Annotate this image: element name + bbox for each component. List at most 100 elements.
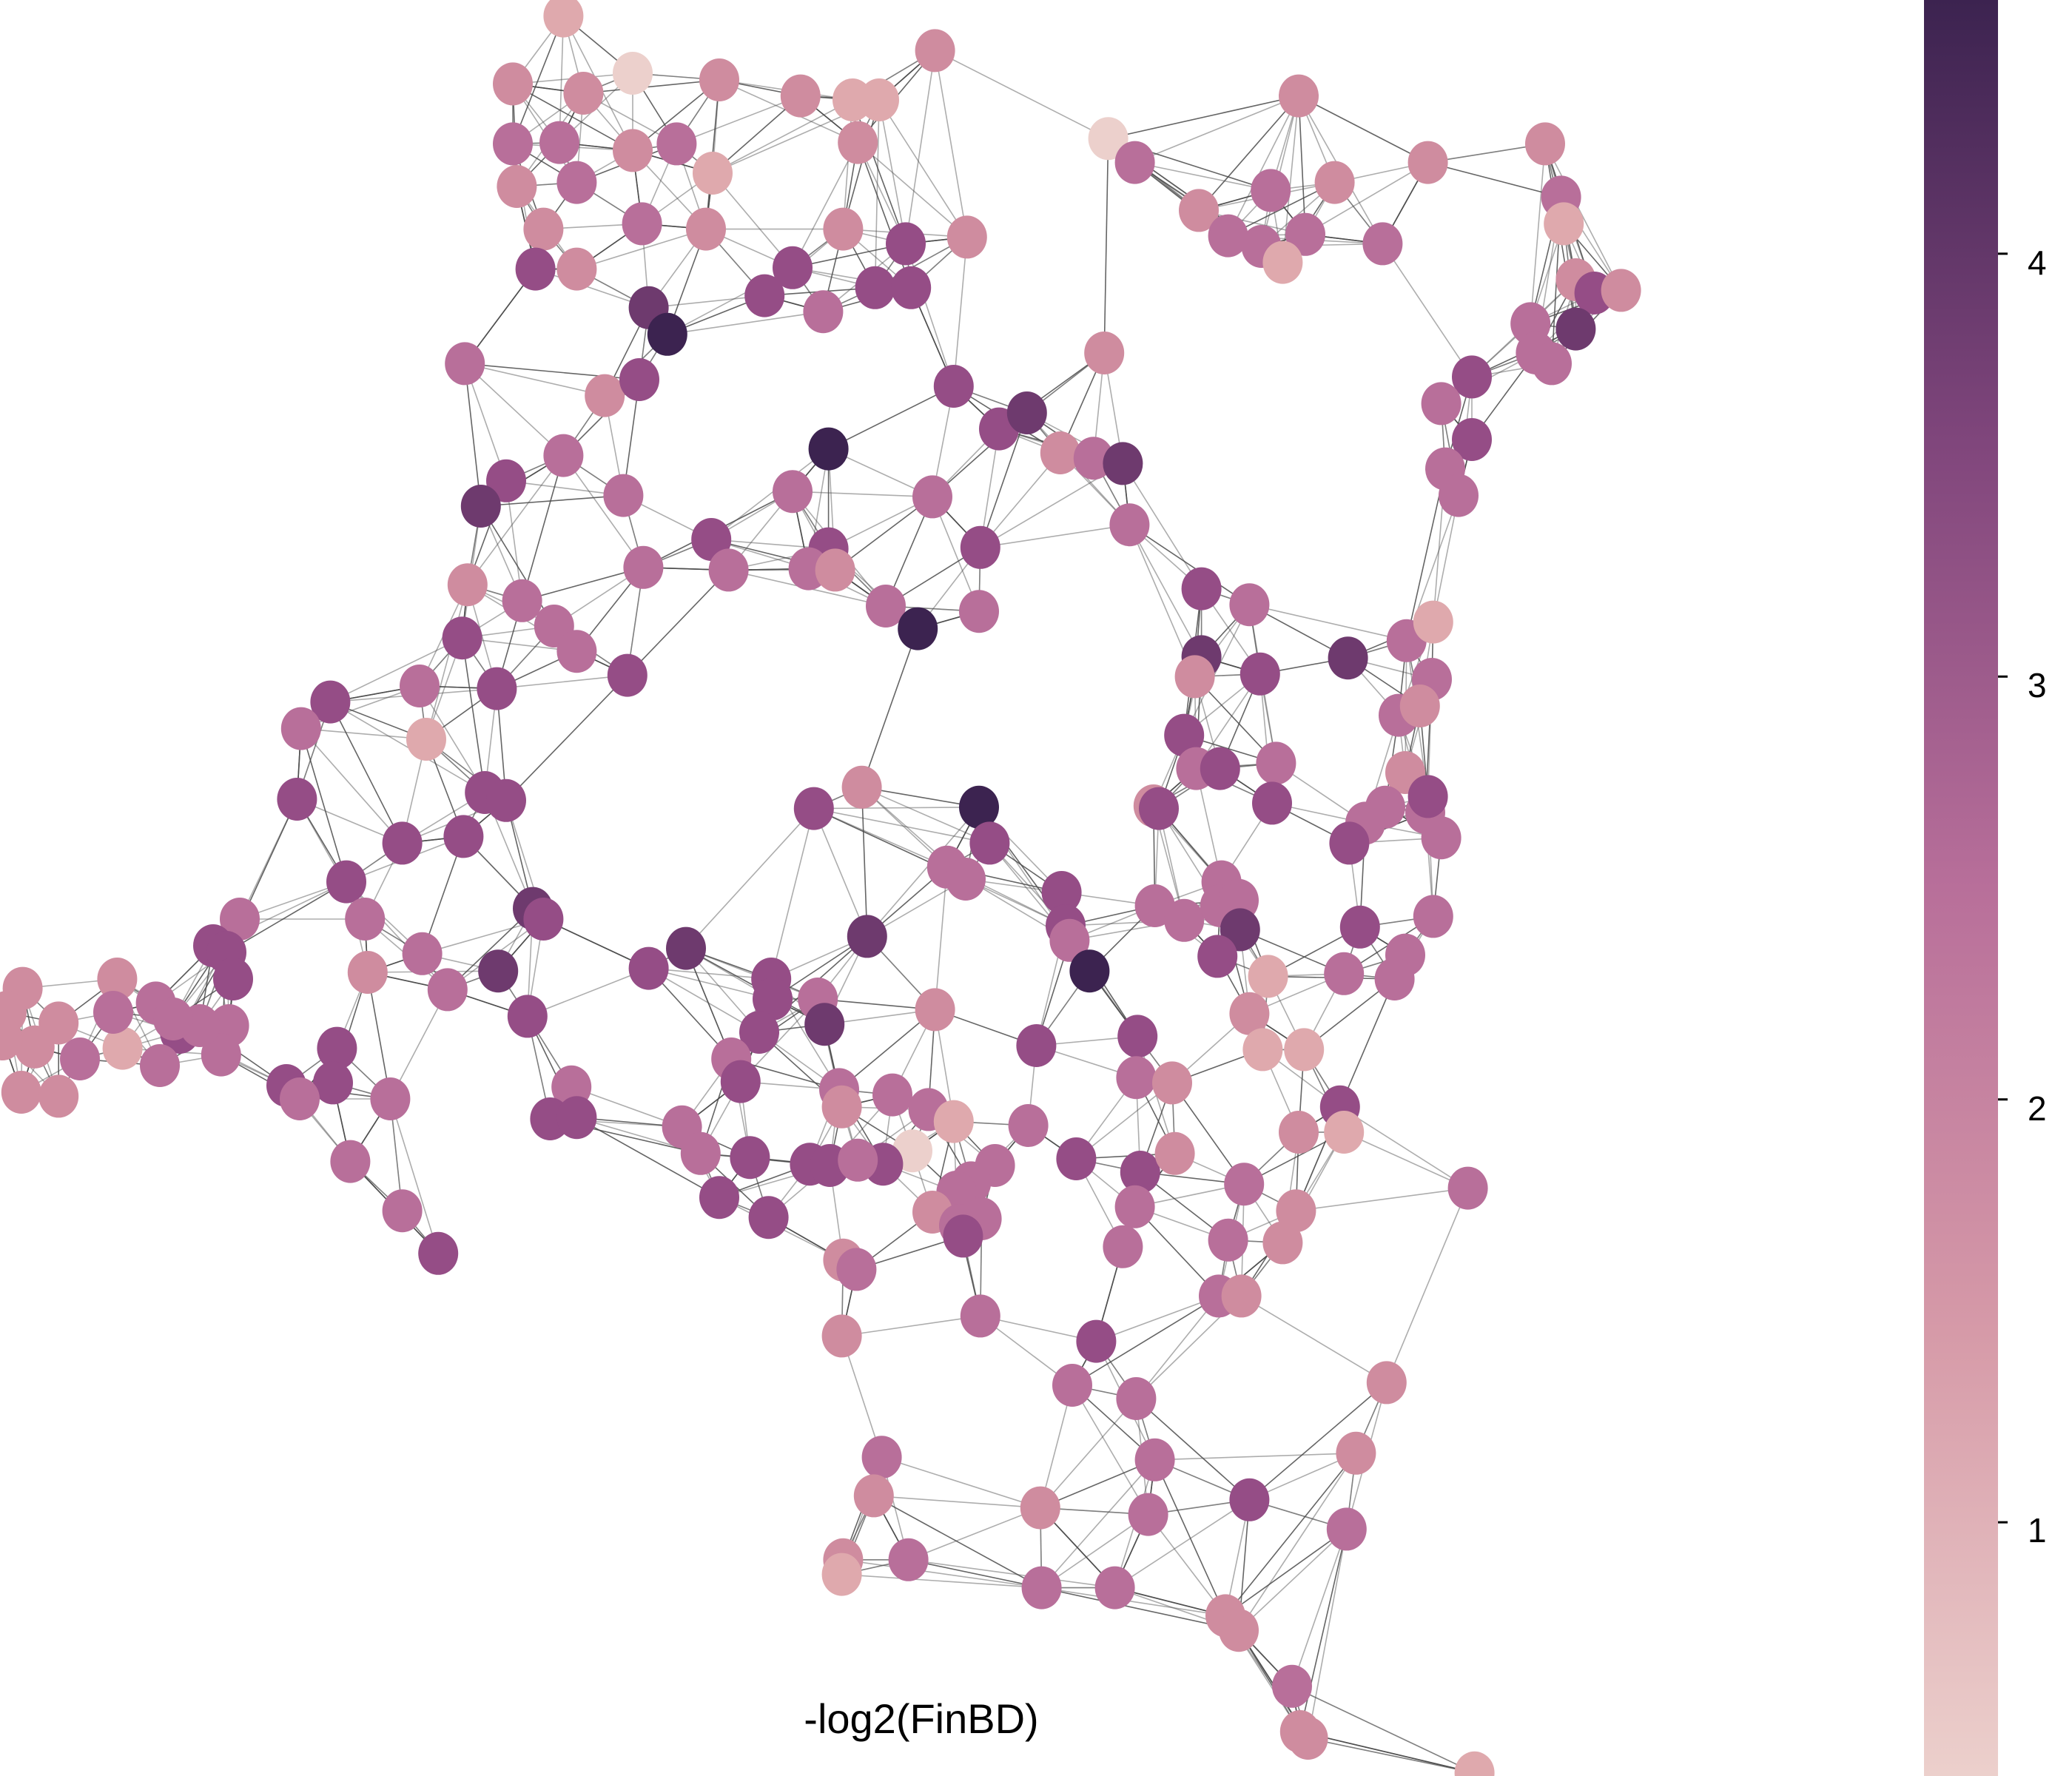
graph-node [866,585,906,628]
graph-node [493,62,533,106]
graph-edge [1072,1295,1220,1386]
graph-node [486,778,526,822]
graph-node [539,121,579,164]
graph-edge [1134,161,1271,192]
graph-node [1276,1189,1316,1233]
graph-edge [873,1495,1042,1589]
graph-node [60,1037,100,1080]
colorbar-tick-label-2: 2 [2028,1089,2047,1128]
graph-edge [813,807,980,810]
colorbar [1924,0,2008,1776]
graph-edge [627,569,730,676]
graph-edges [1,15,1622,1774]
graph-node [1006,391,1047,434]
graph-node [946,215,987,259]
graph-node [838,1138,878,1182]
graph-node [493,122,533,166]
graph-edge [1433,495,1459,622]
graph-edge [226,881,347,953]
graph-node [382,1189,423,1233]
graph-node [803,290,844,334]
graph-edge [792,142,858,269]
graph-edge [1041,1513,1149,1589]
graph-edge [562,455,645,568]
graph-node [959,590,999,633]
graph-edge [1128,524,1250,605]
graph-node [585,374,625,417]
graph-node [960,525,1000,569]
graph-edge [667,311,824,335]
graph-node [872,1073,912,1117]
graph-node [1452,418,1492,461]
graph-node [1109,503,1150,547]
graph-edge [1305,161,1429,235]
graph-edge [857,141,968,238]
graph-edge [1227,95,1299,236]
graph-node [277,778,317,821]
graph-node [220,898,260,941]
graph-node [1117,1015,1158,1058]
graph-node [418,1231,459,1275]
graph-node [345,898,386,941]
graph-node [1374,958,1415,1000]
graph-edge [480,505,555,627]
graph-node [1399,684,1440,727]
graph-node [915,988,955,1032]
graph-node [406,718,446,761]
graph-edge [521,455,565,602]
graph-node [1179,189,1219,232]
graph-node [656,122,697,166]
graph-node [1076,1319,1117,1363]
graph-edge [464,363,482,507]
graph-edge [1041,1459,1156,1589]
graph-node [808,427,849,471]
graph-edge [1122,462,1202,590]
graph-node [1439,474,1479,517]
graph-nodes [0,0,1641,1776]
graph-node [943,1214,983,1258]
graph-node [556,161,597,204]
graph-node [1114,1185,1155,1228]
graph-node [310,680,351,724]
graph-edge [461,638,485,793]
graph-node [1279,74,1319,118]
graph-node [502,579,542,622]
graph-edge [1530,144,1546,324]
graph-edge [1386,1188,1469,1383]
graph-node [1407,775,1448,818]
graph-node [1164,713,1205,757]
graph-edge [300,728,403,844]
graph-node [793,787,834,830]
graph-node [1555,307,1596,351]
graph-edge [1108,95,1299,139]
graph-node [1329,821,1370,865]
graph-node [486,459,526,502]
graph-edge [1238,1528,1348,1631]
graph-edge [1291,1686,1475,1774]
graph-node [623,545,664,589]
graph-edge [576,1117,720,1198]
graph-edge [685,808,815,949]
colorbar-gradient [1924,0,1998,1776]
graph-edge [1299,1731,1475,1774]
graph-edge [1135,1398,1250,1501]
graph-edge [1128,524,1202,657]
graph-node [841,765,882,809]
graph-edge [367,972,391,1100]
graph-edge [813,807,990,844]
graph-node [1084,332,1125,374]
graph-node [1324,1111,1365,1154]
graph-edge [1298,95,1306,235]
graph-edge [953,237,968,387]
graph-edge [861,787,868,937]
graph-edge [905,50,936,244]
graph-node [915,29,955,73]
graph-node [1021,1566,1062,1610]
graph-node [1544,202,1584,246]
graph-node [1219,1609,1259,1652]
graph-node [861,1436,902,1479]
graph-node [622,202,662,246]
graph-edge [648,967,760,1033]
graph-node [693,152,733,195]
